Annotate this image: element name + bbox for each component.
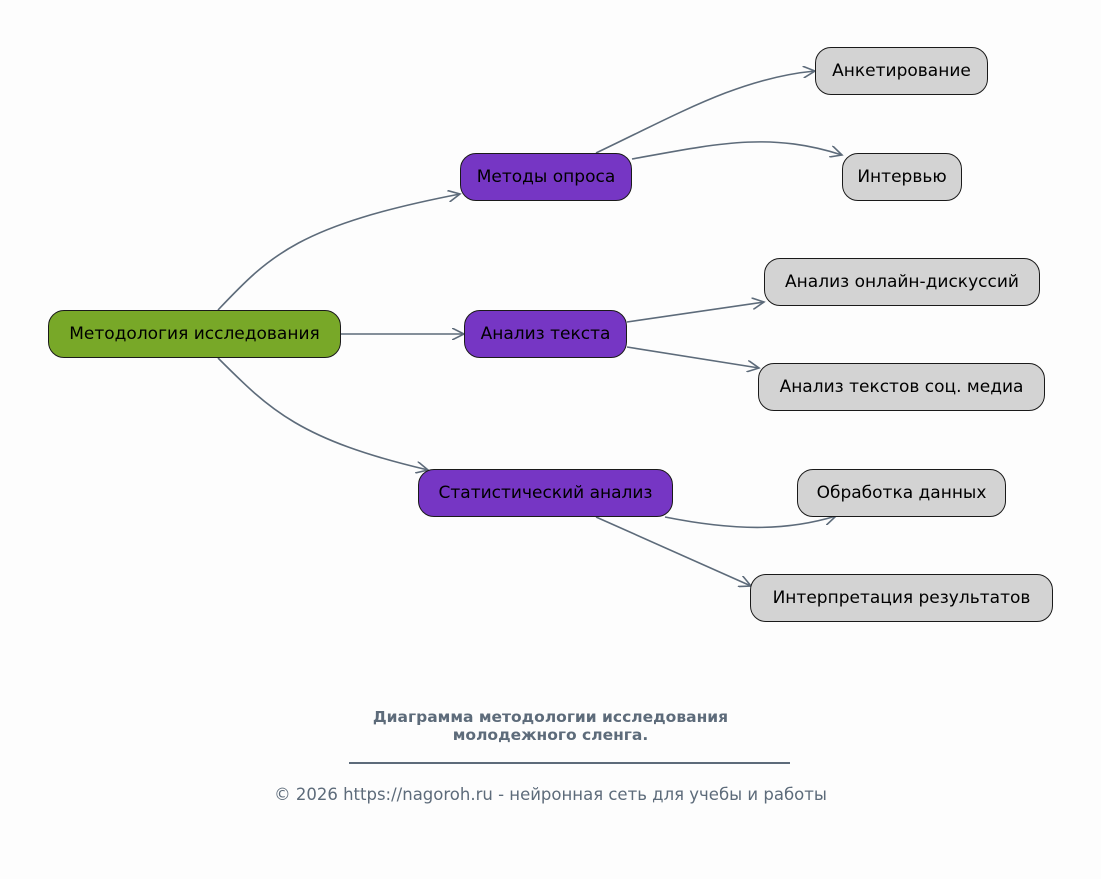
node-interview: Интервью <box>842 153 962 201</box>
node-survey-methods: Методы опроса <box>460 153 632 201</box>
node-label: Анализ онлайн-дискуссий <box>785 272 1019 292</box>
node-label: Методология исследования <box>69 324 320 344</box>
node-statistical-analysis: Статистический анализ <box>418 469 673 517</box>
node-data-processing: Обработка данных <box>797 469 1006 517</box>
node-label: Анкетирование <box>832 61 971 81</box>
edge-root-to-statistical-analysis <box>217 357 428 470</box>
node-root-methodology: Методология исследования <box>48 310 341 358</box>
node-label: Обработка данных <box>816 483 987 503</box>
node-label: Интервью <box>857 167 947 187</box>
edge-stat-to-interpretation <box>595 516 751 586</box>
edge-stat-to-data-processing <box>664 516 836 529</box>
node-label: Статистический анализ <box>438 483 653 503</box>
title-line-1: Диаграмма методологии исследования <box>372 708 729 726</box>
edge-survey-to-questionnaire <box>595 71 815 154</box>
caption-divider <box>349 762 790 764</box>
node-results-interpretation: Интерпретация результатов <box>750 574 1053 622</box>
diagram-title: Диаграмма методологии исследования молод… <box>0 708 1101 744</box>
edge-survey-to-interview <box>631 141 842 160</box>
node-label: Интерпретация результатов <box>772 588 1031 608</box>
node-social-media-texts: Анализ текстов соц. медиа <box>758 363 1045 411</box>
edge-text-to-online-discussions <box>626 302 764 323</box>
footer-copyright: © 2026 https://nagoroh.ru - нейронная се… <box>274 785 827 804</box>
edge-root-to-survey-methods <box>217 194 460 311</box>
node-text-analysis: Анализ текста <box>464 310 627 358</box>
node-questionnaire: Анкетирование <box>815 47 988 95</box>
edge-text-to-social-media <box>626 346 759 368</box>
node-label: Анализ текстов соц. медиа <box>779 377 1024 397</box>
node-label: Анализ текста <box>480 324 611 344</box>
title-line-2: молодежного сленга. <box>452 726 649 744</box>
node-label: Методы опроса <box>476 167 616 187</box>
node-online-discussions: Анализ онлайн-дискуссий <box>764 258 1040 306</box>
